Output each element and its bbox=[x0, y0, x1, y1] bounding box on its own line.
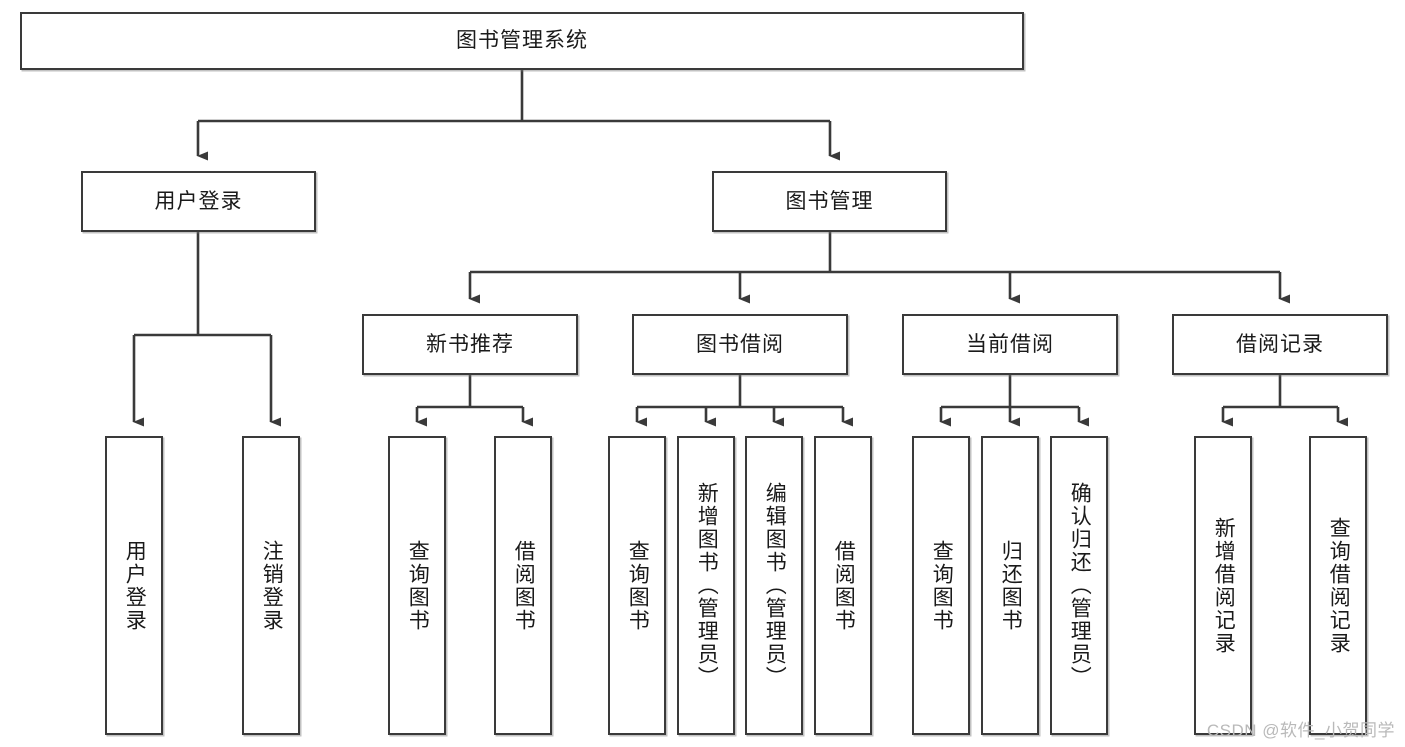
leaf-borrow-book-1[interactable]: 借阅图书 bbox=[494, 436, 552, 735]
leaf-edit-book-label: 编辑图书（管理员） bbox=[763, 482, 787, 689]
node-current-borrow[interactable]: 当前借阅 bbox=[902, 314, 1118, 375]
node-book-borrow-label: 图书借阅 bbox=[696, 332, 784, 356]
leaf-query-record-label: 查询借阅记录 bbox=[1327, 516, 1351, 655]
leaf-add-record-label: 新增借阅记录 bbox=[1212, 516, 1236, 655]
leaf-query-record[interactable]: 查询借阅记录 bbox=[1309, 436, 1367, 735]
node-root[interactable]: 图书管理系统 bbox=[20, 12, 1024, 70]
node-new-book-recommend-label: 新书推荐 bbox=[426, 332, 514, 356]
node-root-label: 图书管理系统 bbox=[456, 29, 588, 53]
leaf-user-login-label: 用户登录 bbox=[123, 539, 147, 632]
leaf-query-book-2-label: 查询图书 bbox=[626, 539, 650, 632]
leaf-query-book-1[interactable]: 查询图书 bbox=[388, 436, 446, 735]
leaf-query-book-3-label: 查询图书 bbox=[930, 539, 954, 632]
csdn-watermark: CSDN @软件_小贺同学 bbox=[1206, 721, 1395, 740]
node-book-manage-label: 图书管理 bbox=[785, 189, 874, 213]
leaf-confirm-return[interactable]: 确认归还（管理员） bbox=[1050, 436, 1108, 735]
leaf-add-book-label: 新增图书（管理员） bbox=[695, 482, 719, 689]
node-current-borrow-label: 当前借阅 bbox=[966, 332, 1054, 356]
leaf-logout-label: 注销登录 bbox=[260, 539, 284, 632]
node-new-book-recommend[interactable]: 新书推荐 bbox=[362, 314, 578, 375]
leaf-return-book[interactable]: 归还图书 bbox=[981, 436, 1039, 735]
leaf-add-book[interactable]: 新增图书（管理员） bbox=[677, 436, 735, 735]
node-user-login-label: 用户登录 bbox=[154, 189, 243, 213]
leaf-user-login[interactable]: 用户登录 bbox=[105, 436, 163, 735]
leaf-confirm-return-label: 确认归还（管理员） bbox=[1068, 482, 1092, 689]
node-borrow-record[interactable]: 借阅记录 bbox=[1172, 314, 1388, 375]
leaf-add-record[interactable]: 新增借阅记录 bbox=[1194, 436, 1252, 735]
leaf-borrow-book-2-label: 借阅图书 bbox=[832, 539, 856, 632]
leaf-logout[interactable]: 注销登录 bbox=[242, 436, 300, 735]
leaf-return-book-label: 归还图书 bbox=[999, 539, 1023, 632]
leaf-query-book-3[interactable]: 查询图书 bbox=[912, 436, 970, 735]
leaf-edit-book[interactable]: 编辑图书（管理员） bbox=[745, 436, 803, 735]
leaf-borrow-book-1-label: 借阅图书 bbox=[512, 539, 536, 632]
node-user-login[interactable]: 用户登录 bbox=[81, 171, 316, 232]
leaf-query-book-2[interactable]: 查询图书 bbox=[608, 436, 666, 735]
leaf-borrow-book-2[interactable]: 借阅图书 bbox=[814, 436, 872, 735]
leaf-query-book-1-label: 查询图书 bbox=[406, 539, 430, 632]
node-borrow-record-label: 借阅记录 bbox=[1236, 332, 1324, 356]
node-book-borrow[interactable]: 图书借阅 bbox=[632, 314, 848, 375]
node-book-manage[interactable]: 图书管理 bbox=[712, 171, 947, 232]
